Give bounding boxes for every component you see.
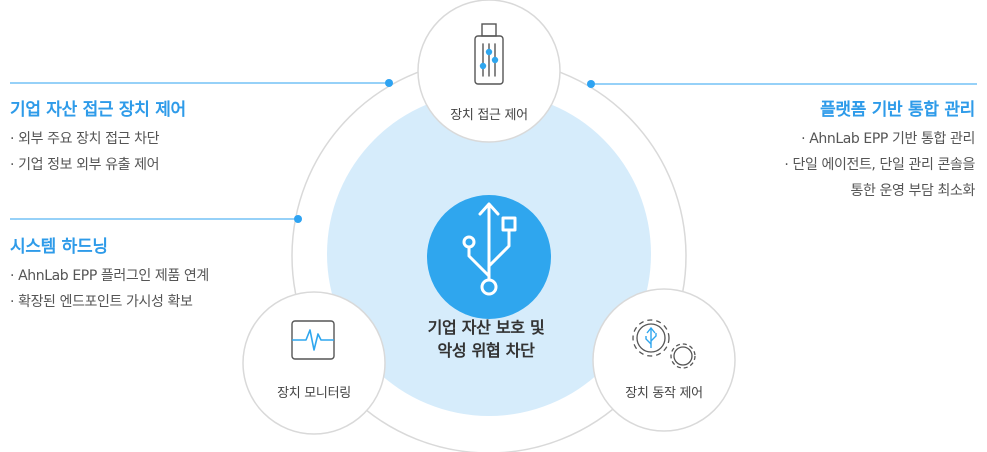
node-label-right: 장치 동작 제어 — [625, 386, 703, 401]
block-top-left: 기업 자산 접근 장치 제어 · 외부 주요 장치 접근 차단 · 기업 정보 … — [10, 95, 186, 178]
center-title: 기업 자산 보호 및 악성 위협 차단 — [380, 316, 592, 362]
node-circle-right — [592, 288, 736, 432]
node-label-top: 장치 접근 제어 — [450, 108, 528, 123]
block-top-left-title: 기업 자산 접근 장치 제어 — [10, 100, 186, 120]
connector-dot-bottom-left — [294, 215, 302, 223]
node-label-left: 장치 모니터링 — [277, 386, 351, 401]
center-title-line1: 기업 자산 보호 및 — [427, 318, 545, 337]
gear-usb-icon — [632, 319, 696, 369]
block-top-left-item: · 기업 정보 외부 유출 제어 — [10, 157, 160, 173]
block-top-right-item: · 단일 에이전트, 단일 관리 콘솔을 — [784, 157, 975, 173]
block-top-right-title: 플랫폼 기반 통합 관리 — [820, 100, 975, 120]
monitor-pulse-icon — [291, 320, 335, 360]
usb-icon — [462, 202, 517, 296]
block-bottom-left-item: · 확장된 엔드포인트 가시성 확보 — [10, 294, 193, 310]
connector-dot-top-right — [587, 80, 595, 88]
block-top-left-item: · 외부 주요 장치 접근 차단 — [10, 131, 160, 147]
usb-drive-icon — [474, 23, 504, 85]
connector-dot-top-left — [385, 79, 393, 87]
block-top-right-item: 통한 운영 부담 최소화 — [850, 183, 976, 199]
block-top-right: 플랫폼 기반 통합 관리 · AhnLab EPP 기반 통합 관리 · 단일 … — [784, 95, 975, 204]
block-bottom-left-item: · AhnLab EPP 플러그인 제품 연계 — [10, 268, 209, 284]
block-bottom-left: 시스템 하드닝 · AhnLab EPP 플러그인 제품 연계 · 확장된 엔드… — [10, 232, 209, 315]
block-bottom-left-title: 시스템 하드닝 — [10, 237, 108, 257]
center-title-line2: 악성 위협 차단 — [437, 341, 535, 360]
block-top-right-item: · AhnLab EPP 기반 통합 관리 — [801, 131, 975, 147]
node-circle-left — [242, 291, 386, 435]
